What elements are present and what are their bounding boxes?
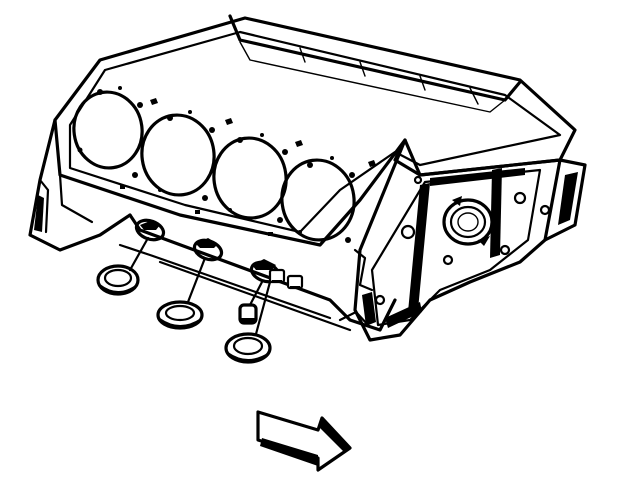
block-valley-inner <box>239 41 506 113</box>
core-plugs <box>96 236 304 364</box>
block-left-shade <box>34 195 44 232</box>
core-plug-1 <box>96 264 140 296</box>
view-direction-arrow <box>256 410 352 472</box>
block-lower-shade <box>362 292 376 326</box>
pipe-plug-leader <box>248 280 264 307</box>
core-plug-2 <box>156 300 204 330</box>
block-front-right-end <box>543 158 587 242</box>
cylinder-bore-3 <box>212 136 288 220</box>
front-casting-rib-right <box>490 168 502 258</box>
core-plug-1-leader <box>128 236 150 272</box>
block-valley-ribs <box>299 47 479 105</box>
block-left-end <box>28 118 132 252</box>
block-front-face <box>353 138 562 342</box>
cylinder-bore-1 <box>72 90 144 170</box>
block-left-skirt-detail <box>38 173 94 234</box>
head-bolt-holes <box>77 86 355 243</box>
block-deck-rim <box>68 30 562 234</box>
pipe-plug <box>238 303 258 325</box>
block-front-inner <box>370 168 542 327</box>
block-lower-detail <box>338 248 374 327</box>
front-bolt-bosses <box>374 175 551 306</box>
cylinder-bore-4 <box>280 158 356 242</box>
block-valley <box>228 14 522 102</box>
core-plug-3-leader <box>254 280 272 336</box>
cam-bore <box>442 196 494 246</box>
core-plug-3 <box>224 332 272 364</box>
block-side-lower-edge <box>118 243 332 320</box>
water-jacket-ports <box>120 98 376 236</box>
front-casting-rib-left <box>408 183 430 312</box>
oil-gallery-plugs <box>268 268 304 290</box>
front-casting-top <box>430 168 525 186</box>
core-plug-2-leader <box>186 256 207 304</box>
block-front-right-shade <box>558 172 578 225</box>
front-casting-bottom <box>385 302 422 328</box>
cylinder-bore-2 <box>140 113 216 197</box>
